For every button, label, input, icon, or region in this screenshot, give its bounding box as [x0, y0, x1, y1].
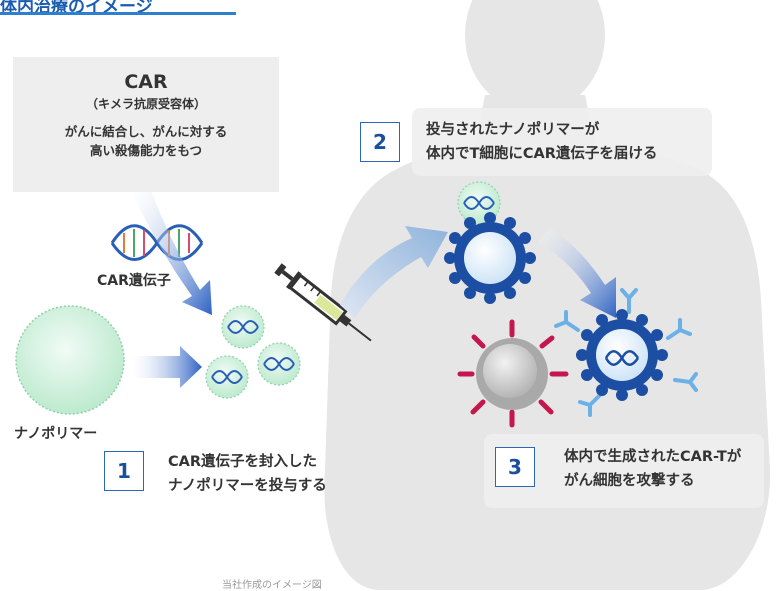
loaded-nanoparticle: [221, 305, 265, 349]
step-3-text: 体内で生成されたCAR-Tが がん細胞を攻撃する: [564, 445, 741, 493]
nanopolymer-label: ナノポリマー: [14, 426, 98, 442]
syringe-icon: [274, 263, 372, 342]
car-title: CAR: [124, 71, 168, 93]
car-t-cell: [554, 288, 698, 417]
arrow-to-nanoparticles: [133, 188, 212, 315]
step-3-line2: がん細胞を攻撃する: [564, 473, 695, 489]
step-1-number: 1: [104, 451, 144, 491]
t-cell: [444, 212, 536, 304]
car-gene-label: CAR遺伝子: [97, 273, 171, 289]
step-1-text: CAR遺伝子を封入した ナノポリマーを投与する: [168, 450, 327, 498]
arrow-nanopolymer-right: [132, 346, 202, 388]
footnote: 当社作成のイメージ図: [222, 580, 322, 591]
car-subtitle: （キメラ抗原受容体）: [85, 97, 206, 111]
car-info-box: CAR （キメラ抗原受容体） がんに結合し、がんに対する 高い殺傷能力をもつ: [13, 57, 279, 192]
loaded-nanoparticle: [257, 342, 301, 386]
step-2-text: 投与されたナノポリマーが 体内でT細胞にCAR遺伝子を届ける: [426, 118, 657, 166]
loaded-nanoparticle: [205, 355, 249, 399]
step-2-panel: [412, 108, 712, 176]
step-2-line2: 体内でT細胞にCAR遺伝子を届ける: [426, 146, 658, 162]
car-desc-line1: がんに結合し、がんに対する: [64, 124, 228, 139]
step-2-line1: 投与されたナノポリマーが: [426, 122, 600, 138]
car-desc-line2: 高い殺傷能力をもつ: [89, 143, 202, 158]
step-1-line2: ナノポリマーを投与する: [168, 478, 327, 494]
title-underline: [0, 12, 236, 15]
step-3-number: 3: [495, 447, 535, 487]
arrow-to-body: [340, 226, 448, 318]
step-3-line1: 体内で生成されたCAR-Tが: [564, 449, 742, 465]
cancer-cell: [457, 319, 569, 428]
arrow-to-car-t: [538, 228, 616, 318]
car-description: がんに結合し、がんに対する 高い殺傷能力をもつ: [13, 122, 279, 160]
step-2-number: 2: [360, 122, 400, 162]
step-1-line1: CAR遺伝子を封入した: [168, 454, 318, 470]
nanopolymer-sphere: [15, 305, 125, 415]
